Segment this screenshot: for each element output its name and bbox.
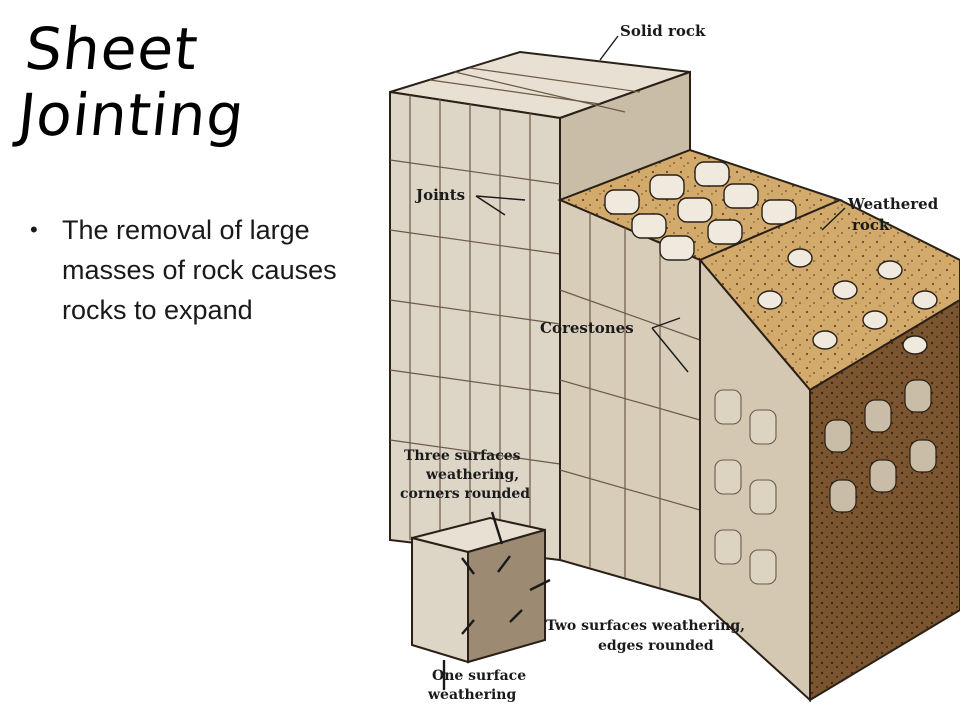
- label-joints: Joints: [414, 186, 465, 204]
- label-three-surfaces-2: weathering,: [425, 467, 519, 483]
- bullet-dot-icon: •: [30, 217, 38, 242]
- label-two-surfaces-2: edges rounded: [598, 638, 714, 654]
- bullet-item: • The removal of large masses of rock ca…: [30, 210, 380, 330]
- leader-lines: [475, 35, 846, 373]
- label-weathered-rock-1: Weathered: [847, 195, 939, 213]
- label-one-surface-1: One surface: [432, 668, 526, 684]
- slide-title: Sheet Jointing: [14, 15, 255, 149]
- bullet-text: The removal of large masses of rock caus…: [62, 215, 337, 325]
- label-corestones: Corestones: [540, 319, 634, 337]
- label-weathered-rock-2: rock: [852, 216, 890, 234]
- label-three-surfaces-1: Three surfaces: [404, 448, 521, 464]
- label-one-surface-2: weathering: [427, 687, 516, 703]
- label-solid-rock: Solid rock: [620, 22, 706, 40]
- title-line-2: Jointing: [14, 81, 249, 149]
- sheet-jointing-diagram: Solid rock Joints Weathered rock Coresto…: [389, 22, 960, 703]
- weathered-rock-step: [698, 198, 960, 703]
- title-line-1: Sheet: [21, 15, 202, 83]
- label-three-surfaces-3: corners rounded: [400, 486, 530, 502]
- weathering-cube: [411, 511, 551, 690]
- jointed-rock-step: [557, 148, 843, 602]
- solid-rock-block: [389, 50, 691, 562]
- bullet-list: • The removal of large masses of rock ca…: [30, 210, 380, 330]
- label-two-surfaces-1: Two surfaces weathering,: [546, 618, 745, 634]
